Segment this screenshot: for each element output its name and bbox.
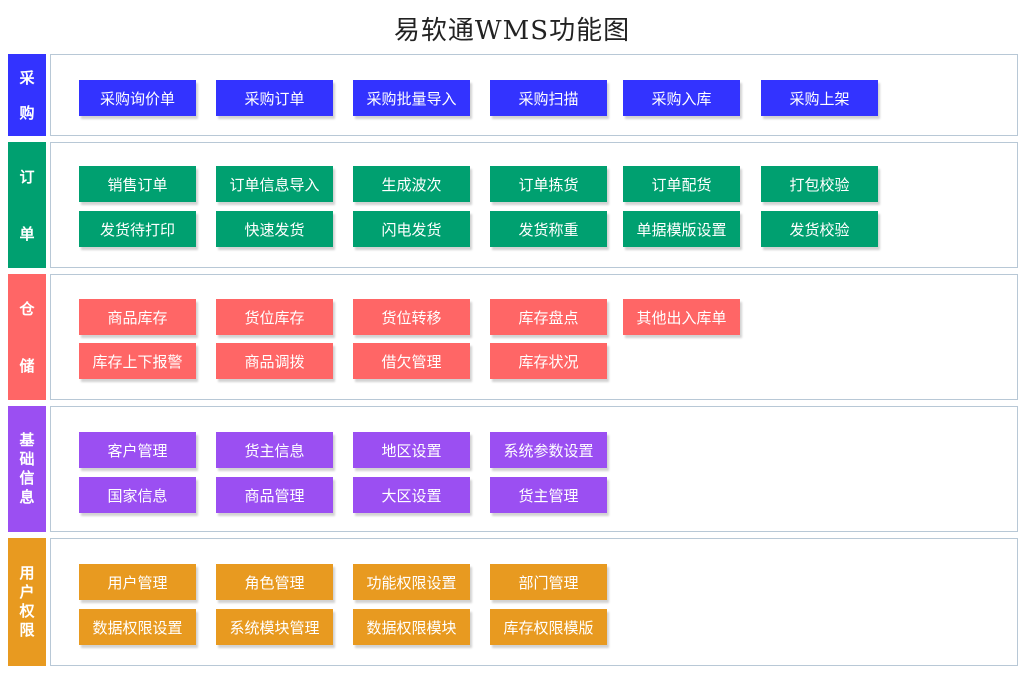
function-button[interactable]: 系统模块管理 [216, 609, 333, 645]
function-button[interactable]: 角色管理 [216, 564, 333, 600]
function-button[interactable]: 商品调拨 [216, 343, 333, 379]
function-button[interactable]: 采购订单 [216, 80, 333, 116]
function-button[interactable]: 单据模版设置 [623, 211, 740, 247]
section-label-basic: 基础信息 [8, 406, 46, 532]
function-button[interactable]: 货主管理 [490, 477, 607, 513]
function-button[interactable]: 发货称重 [490, 211, 607, 247]
section-order: 订单销售订单订单信息导入生成波次订单拣货订单配货打包校验发货待打印快速发货闪电发… [8, 142, 1018, 268]
section-label-char: 购 [19, 104, 35, 122]
diagram-title: 易软通WMS功能图 [393, 16, 631, 46]
section-label-user: 用户权限 [8, 538, 46, 666]
section-label-char: 基 [19, 431, 35, 449]
function-button[interactable]: 打包校验 [761, 166, 878, 202]
function-button[interactable]: 采购上架 [761, 80, 878, 116]
function-button[interactable]: 发货待打印 [79, 211, 196, 247]
function-button[interactable]: 系统参数设置 [490, 432, 607, 468]
section-label-char: 础 [19, 450, 35, 468]
function-button[interactable]: 闪电发货 [353, 211, 470, 247]
section-purchase: 采购采购询价单采购订单采购批量导入采购扫描采购入库采购上架 [8, 54, 1018, 136]
section-user: 用户权限用户管理角色管理功能权限设置部门管理数据权限设置系统模块管理数据权限模块… [8, 538, 1018, 666]
section-panel-order: 销售订单订单信息导入生成波次订单拣货订单配货打包校验发货待打印快速发货闪电发货发… [50, 142, 1018, 268]
function-button[interactable]: 订单拣货 [490, 166, 607, 202]
function-button[interactable]: 库存状况 [490, 343, 607, 379]
section-label-char: 信 [19, 469, 35, 487]
function-button[interactable]: 货位库存 [216, 299, 333, 335]
function-button[interactable]: 数据权限设置 [79, 609, 196, 645]
section-label-char: 仓 [19, 300, 35, 318]
function-button[interactable]: 发货校验 [761, 211, 878, 247]
section-panel-warehouse: 商品库存货位库存货位转移库存盘点其他出入库单库存上下报警商品调拨借欠管理库存状况 [50, 274, 1018, 400]
section-label-warehouse: 仓储 [8, 274, 46, 400]
function-button[interactable]: 客户管理 [79, 432, 196, 468]
function-button[interactable]: 大区设置 [353, 477, 470, 513]
section-panel-purchase: 采购询价单采购订单采购批量导入采购扫描采购入库采购上架 [50, 54, 1018, 136]
function-button[interactable]: 采购询价单 [79, 80, 196, 116]
function-button[interactable]: 采购扫描 [490, 80, 607, 116]
section-label-purchase: 采购 [8, 54, 46, 136]
function-button[interactable]: 快速发货 [216, 211, 333, 247]
function-button[interactable]: 库存盘点 [490, 299, 607, 335]
function-button[interactable]: 库存上下报警 [79, 343, 196, 379]
function-button[interactable]: 订单信息导入 [216, 166, 333, 202]
section-label-char: 订 [19, 168, 35, 186]
section-warehouse: 仓储商品库存货位库存货位转移库存盘点其他出入库单库存上下报警商品调拨借欠管理库存… [8, 274, 1018, 400]
section-label-char: 息 [19, 488, 35, 506]
section-label-char: 采 [19, 69, 35, 87]
function-button[interactable]: 生成波次 [353, 166, 470, 202]
function-button[interactable]: 库存权限模版 [490, 609, 607, 645]
function-button[interactable]: 采购入库 [623, 80, 740, 116]
function-button[interactable]: 借欠管理 [353, 343, 470, 379]
section-label-char: 单 [19, 225, 35, 243]
function-button[interactable]: 部门管理 [490, 564, 607, 600]
section-label-char: 户 [19, 583, 35, 601]
section-label-order: 订单 [8, 142, 46, 268]
function-button[interactable]: 功能权限设置 [353, 564, 470, 600]
function-button[interactable]: 商品库存 [79, 299, 196, 335]
function-button[interactable]: 其他出入库单 [623, 299, 740, 335]
section-label-char: 储 [19, 357, 35, 375]
function-button[interactable]: 商品管理 [216, 477, 333, 513]
section-label-char: 限 [19, 621, 35, 639]
function-button[interactable]: 采购批量导入 [353, 80, 470, 116]
function-button[interactable]: 货位转移 [353, 299, 470, 335]
function-button[interactable]: 国家信息 [79, 477, 196, 513]
function-button[interactable]: 地区设置 [353, 432, 470, 468]
function-button[interactable]: 订单配货 [623, 166, 740, 202]
section-label-char: 权 [19, 602, 35, 620]
function-button[interactable]: 用户管理 [79, 564, 196, 600]
function-button[interactable]: 货主信息 [216, 432, 333, 468]
section-panel-user: 用户管理角色管理功能权限设置部门管理数据权限设置系统模块管理数据权限模块库存权限… [50, 538, 1018, 666]
section-basic: 基础信息客户管理货主信息地区设置系统参数设置国家信息商品管理大区设置货主管理 [8, 406, 1018, 532]
function-button[interactable]: 销售订单 [79, 166, 196, 202]
section-label-char: 用 [19, 564, 35, 582]
function-button[interactable]: 数据权限模块 [353, 609, 470, 645]
section-panel-basic: 客户管理货主信息地区设置系统参数设置国家信息商品管理大区设置货主管理 [50, 406, 1018, 532]
